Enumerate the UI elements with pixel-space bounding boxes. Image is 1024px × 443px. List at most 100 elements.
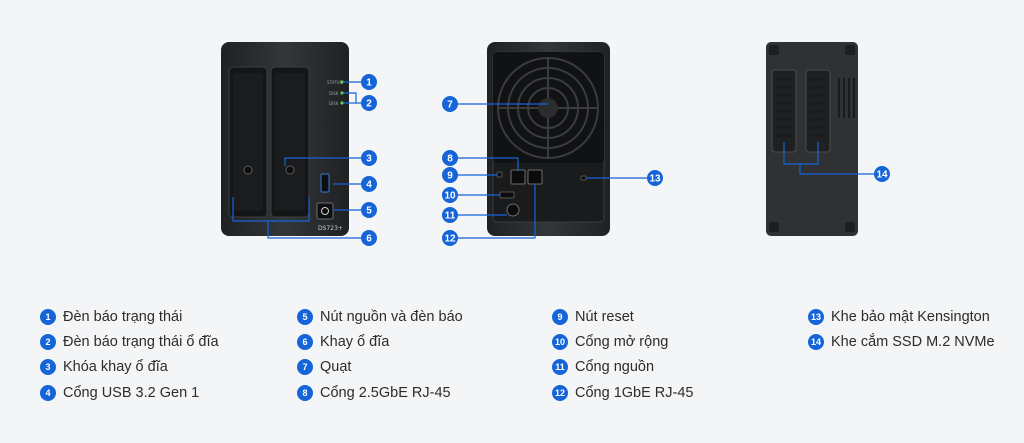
drive-tray-right-face	[275, 73, 305, 211]
bottom-foot-br	[845, 222, 855, 232]
callout-11: 11	[442, 207, 458, 223]
legend-item-10: 10 Cổng mở rộng	[552, 332, 668, 352]
legend-badge: 10	[552, 334, 568, 350]
legend-label: Khe cắm SSD M.2 NVMe	[831, 334, 995, 350]
callout-10: 10	[442, 187, 458, 203]
legend-item-7: 7 Quạt	[297, 357, 351, 377]
bottom-foot-tl	[769, 45, 779, 55]
svg-text:8: 8	[447, 154, 453, 165]
legend-badge: 11	[552, 359, 568, 375]
back-callouts: 7 8 9 10 11 12 13	[442, 96, 663, 246]
legend-item-1: 1 Đèn báo trạng thái	[40, 307, 182, 327]
legend-label: Đèn báo trạng thái	[63, 309, 183, 325]
legend-badge: 7	[297, 359, 313, 375]
svg-text:7: 7	[447, 100, 453, 111]
legend-item-5: 5 Nút nguồn và đèn báo	[297, 307, 463, 327]
tray-lock-left-icon	[243, 165, 253, 175]
legend-item-12: 12 Cổng 1GbE RJ-45	[552, 383, 693, 403]
legend-item-8: 8 Cổng 2.5GbE RJ-45	[297, 383, 451, 403]
legend: 1 Đèn báo trạng thái 2 Đèn báo trạng thá…	[0, 305, 1024, 415]
svg-text:3: 3	[366, 154, 372, 165]
legend-badge: 13	[808, 309, 824, 325]
legend-item-11: 11 Cổng nguồn	[552, 357, 654, 377]
legend-item-9: 9 Nút reset	[552, 307, 634, 327]
svg-text:12: 12	[444, 234, 456, 245]
back-view: 7 8 9 10 11 12 13	[442, 42, 663, 246]
legend-badge: 4	[40, 385, 56, 401]
legend-badge: 1	[40, 309, 56, 325]
legend-item-6: 6 Khay ổ đĩa	[297, 332, 389, 352]
lan-port-2-5gbe	[510, 169, 526, 185]
legend-label: Cổng USB 3.2 Gen 1	[63, 385, 200, 401]
legend-label: Đèn báo trạng thái ổ đĩa	[63, 334, 219, 350]
bottom-leader-lines	[783, 142, 875, 175]
legend-badge: 5	[297, 309, 313, 325]
usb-port	[320, 173, 330, 193]
legend-item-4: 4 Cổng USB 3.2 Gen 1	[40, 383, 199, 403]
back-leader-lines	[457, 103, 648, 239]
expansion-port	[499, 191, 515, 199]
callout-3: 3	[361, 150, 377, 166]
legend-label: Quạt	[320, 359, 352, 375]
legend-item-3: 3 Khóa khay ổ đĩa	[40, 357, 168, 377]
lan-port-1gbe	[527, 169, 543, 185]
reset-button	[496, 171, 503, 178]
disk-led-1	[340, 91, 344, 95]
legend-badge: 2	[40, 334, 56, 350]
model-label: DS723+	[318, 225, 343, 232]
led-label-disk-1: DISK	[329, 91, 339, 96]
callout-1: 1	[361, 74, 377, 90]
legend-badge: 9	[552, 309, 568, 325]
legend-label: Nút nguồn và đèn báo	[320, 309, 463, 325]
power-icon	[321, 207, 329, 215]
legend-badge: 8	[297, 385, 313, 401]
front-leader-lines	[232, 81, 362, 239]
legend-label: Cổng nguồn	[575, 359, 655, 375]
nas-diagram: STATUS DISK DISK DS723+ 1 2 3 4 5 6	[221, 42, 890, 246]
callout-8: 8	[442, 150, 458, 166]
status-led	[340, 80, 344, 84]
legend-label: Khe bảo mật Kensington	[831, 309, 990, 325]
legend-label: Cổng 1GbE RJ-45	[575, 385, 694, 401]
legend-label: Khay ổ đĩa	[320, 334, 390, 350]
callout-14: 14	[874, 166, 890, 182]
svg-text:13: 13	[649, 174, 661, 185]
bottom-vents	[776, 78, 855, 137]
legend-item-13: 13 Khe bảo mật Kensington	[808, 307, 990, 327]
bottom-foot-bl	[769, 222, 779, 232]
callout-12: 12	[442, 230, 458, 246]
svg-text:10: 10	[444, 191, 456, 202]
led-label-disk-2: DISK	[329, 101, 339, 106]
fan-icon	[493, 52, 604, 163]
callout-2: 2	[361, 95, 377, 111]
svg-text:6: 6	[366, 234, 372, 245]
bottom-view: 14	[766, 42, 890, 236]
bottom-foot-tr	[845, 45, 855, 55]
legend-label: Khóa khay ổ đĩa	[63, 359, 168, 375]
svg-text:14: 14	[876, 170, 888, 181]
legend-item-14: 14 Khe cắm SSD M.2 NVMe	[808, 332, 995, 352]
legend-label: Cổng mở rộng	[575, 334, 669, 350]
kensington-slot	[580, 175, 587, 181]
front-view: STATUS DISK DISK DS723+ 1 2 3 4 5 6	[221, 42, 377, 246]
legend-badge: 6	[297, 334, 313, 350]
legend-badge: 12	[552, 385, 568, 401]
legend-item-2: 2 Đèn báo trạng thái ổ đĩa	[40, 332, 219, 352]
svg-text:4: 4	[366, 180, 372, 191]
callout-9: 9	[442, 167, 458, 183]
legend-label: Nút reset	[575, 309, 634, 325]
svg-text:11: 11	[445, 211, 456, 222]
legend-label: Cổng 2.5GbE RJ-45	[320, 385, 451, 401]
drive-tray-left-face	[233, 73, 263, 211]
power-button	[316, 202, 334, 220]
front-callouts: 1 2 3 4 5 6	[361, 74, 377, 246]
svg-text:9: 9	[447, 171, 453, 182]
callout-5: 5	[361, 202, 377, 218]
tray-lock-right-icon	[285, 165, 295, 175]
legend-badge: 3	[40, 359, 56, 375]
power-port	[506, 203, 520, 217]
callout-7: 7	[442, 96, 458, 112]
led-label-status: STATUS	[327, 80, 342, 85]
svg-text:1: 1	[366, 78, 372, 89]
svg-text:2: 2	[366, 99, 372, 110]
